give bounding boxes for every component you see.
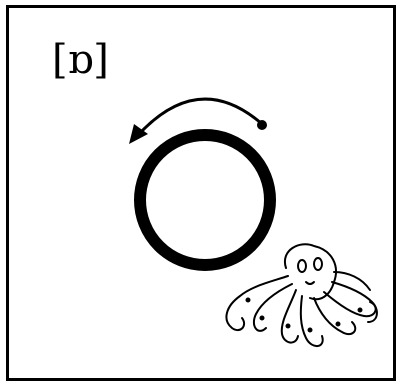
rounded-lips-circle-icon xyxy=(140,135,270,265)
octopus-icon xyxy=(226,244,376,346)
